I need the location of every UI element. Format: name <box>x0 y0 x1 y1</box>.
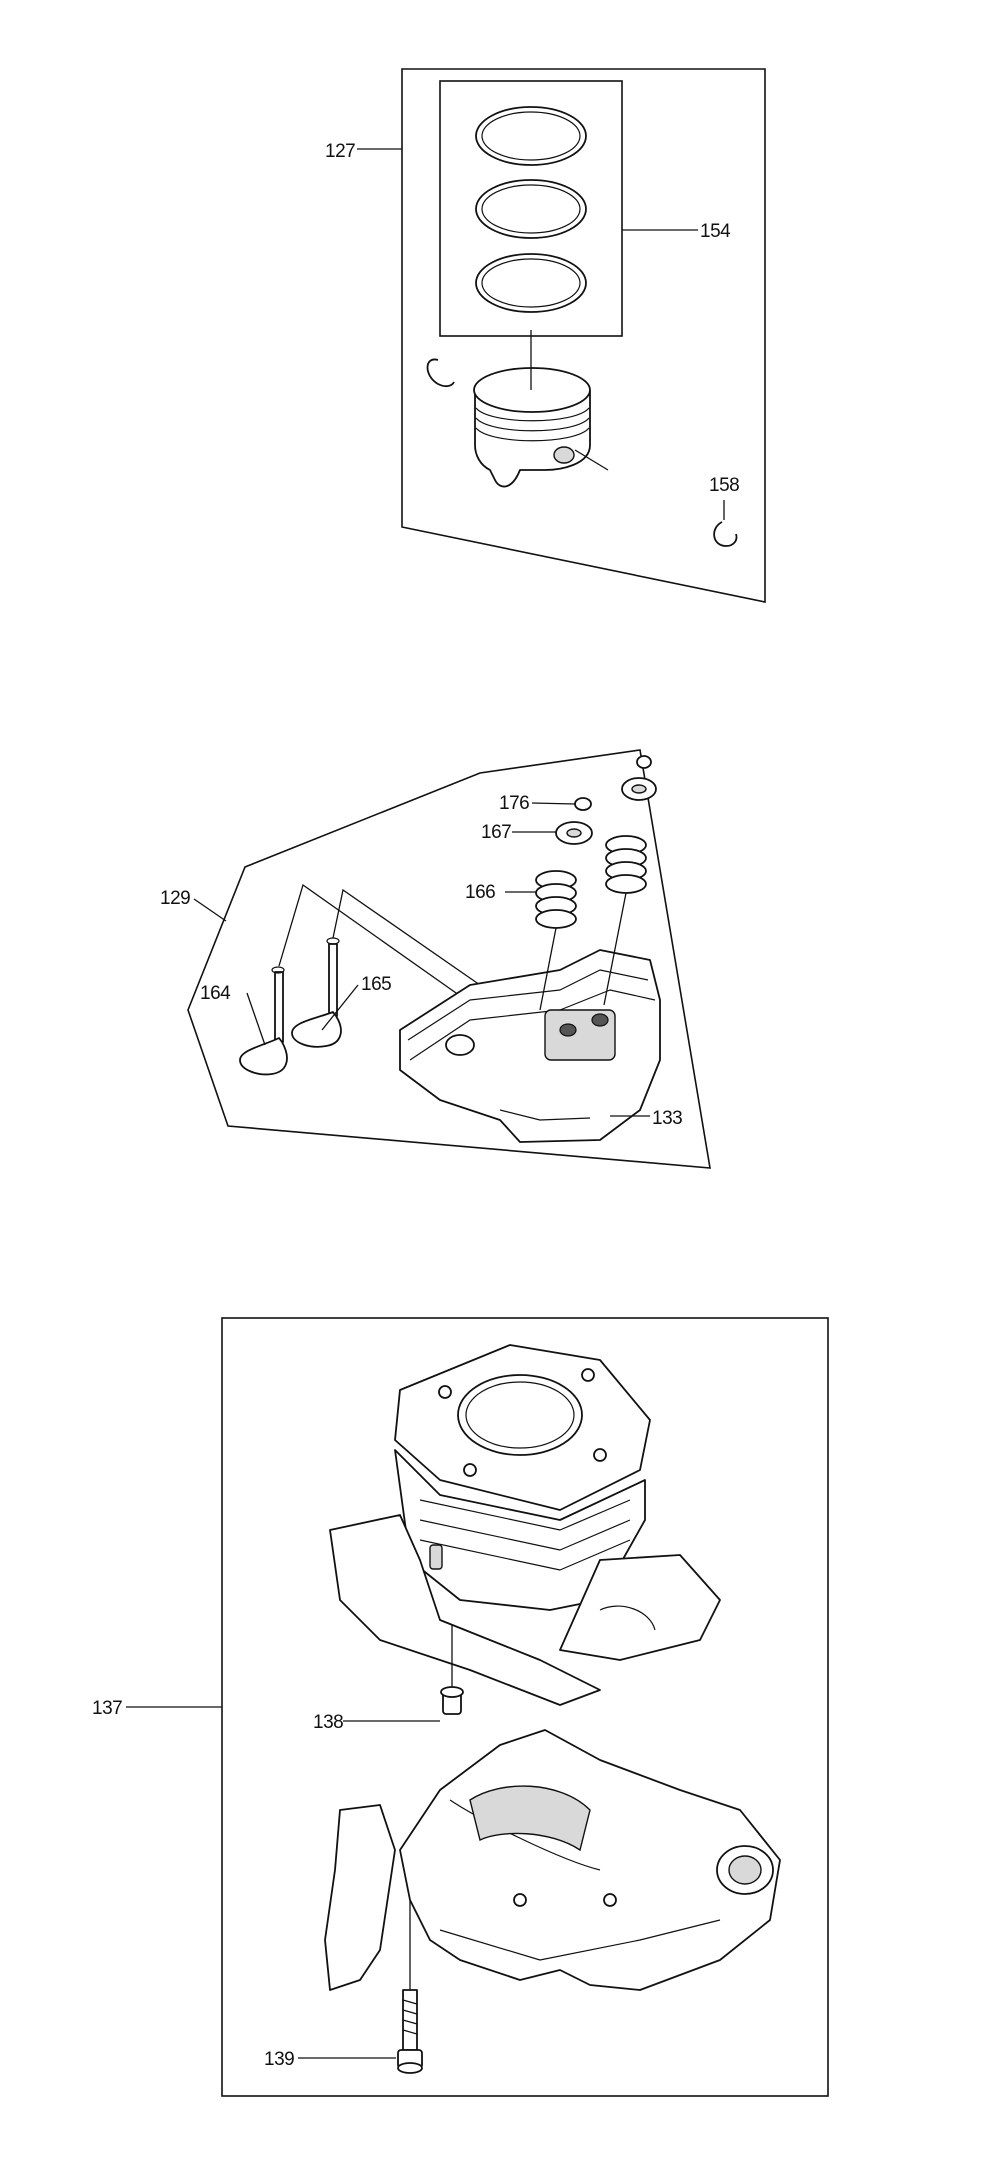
valve-164 <box>239 966 288 1076</box>
callout-165: 165 <box>361 974 391 995</box>
callout-137: 137 <box>92 1698 122 1719</box>
crankcase-assembly-group <box>126 1317 829 2097</box>
callout-176: 176 <box>499 793 529 814</box>
piston-pin-clip <box>426 358 455 388</box>
valve-spring-b <box>605 835 647 894</box>
callout-167: 167 <box>481 822 511 843</box>
cylinder-head <box>399 949 661 1143</box>
callout-127: 127 <box>325 141 355 162</box>
piston-assembly-group <box>357 68 766 603</box>
callout-139: 139 <box>264 2049 294 2070</box>
callout-166: 166 <box>465 882 495 903</box>
lower-crankcase <box>324 1729 781 1991</box>
bolt-138 <box>440 1625 464 1715</box>
valve-spring-166 <box>535 870 577 929</box>
callout-129: 129 <box>160 888 190 909</box>
cylinder-head-assembly-frame <box>187 749 711 1169</box>
cylinder-head-assembly-group <box>187 749 711 1169</box>
callout-133: 133 <box>652 1108 682 1129</box>
valve-keeper-176 <box>574 797 592 811</box>
clip-158 <box>713 521 738 547</box>
callout-158: 158 <box>709 475 739 496</box>
piston-ring-set <box>475 106 587 313</box>
callout-154: 154 <box>700 221 731 242</box>
callout-138: 138 <box>313 1712 343 1733</box>
callout-164: 164 <box>200 983 231 1004</box>
cylinder-block <box>329 1344 721 1706</box>
piston-assembly-frame <box>401 68 766 603</box>
piston <box>473 367 591 488</box>
valve-keeper-176b <box>636 755 652 769</box>
bolt-139 <box>397 1900 423 2074</box>
valve-165 <box>291 937 342 1048</box>
